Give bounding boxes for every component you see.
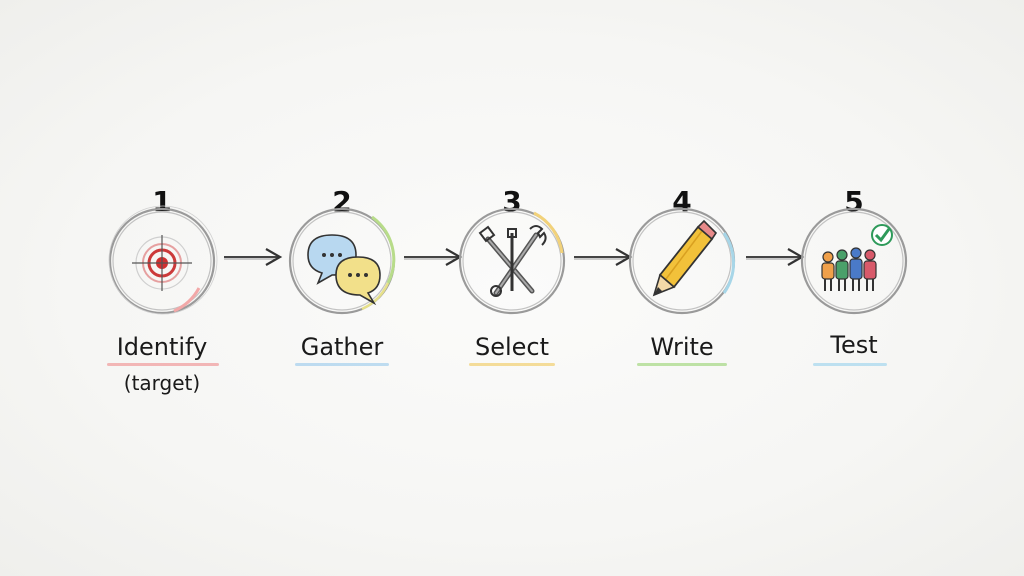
- label-underline: [637, 363, 727, 366]
- step-circle: [796, 203, 912, 319]
- speech-bubbles-icon: [307, 234, 381, 306]
- target-icon: [132, 235, 192, 291]
- label-underline: [295, 363, 389, 366]
- label-underline: [107, 363, 219, 366]
- step-circle: [284, 203, 400, 319]
- step-4: 4 Write: [617, 185, 747, 395]
- step-label: Write: [650, 333, 714, 361]
- label-underline: [469, 363, 555, 366]
- step-2: 2 Gather: [277, 185, 407, 395]
- step-sublabel: (target): [123, 371, 201, 395]
- arrow-1-to-2: [224, 248, 283, 266]
- step-label: Select: [474, 333, 550, 361]
- step-label: Gather: [300, 333, 384, 361]
- step-circle: [104, 203, 220, 319]
- people-check-icon: [821, 224, 893, 291]
- label-underline: [813, 363, 887, 366]
- pencil-icon: [652, 219, 718, 297]
- step-label: Test: [830, 331, 878, 359]
- step-label: Identify: [116, 333, 208, 361]
- step-circle: [624, 203, 740, 319]
- step-1: 1 Identify (target): [97, 185, 227, 395]
- tools-icon: [478, 225, 547, 297]
- step-circle: [454, 203, 570, 319]
- step-5: 5: [789, 185, 919, 395]
- step-3: 3 Select: [447, 185, 577, 395]
